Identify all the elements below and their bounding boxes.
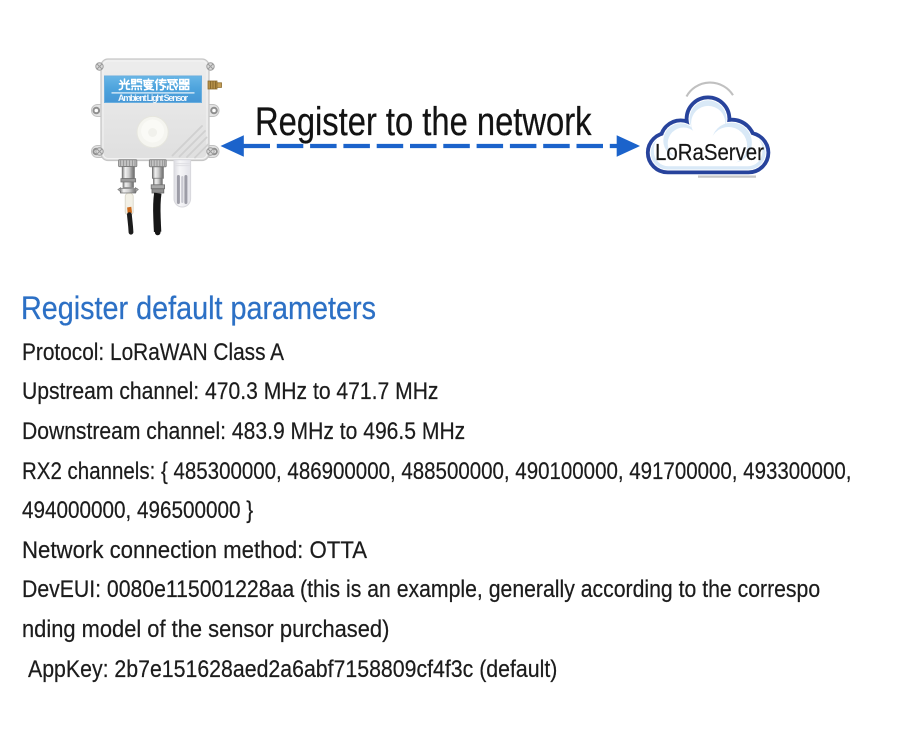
svg-text:Ambient Light Sensor: Ambient Light Sensor — [118, 93, 188, 103]
